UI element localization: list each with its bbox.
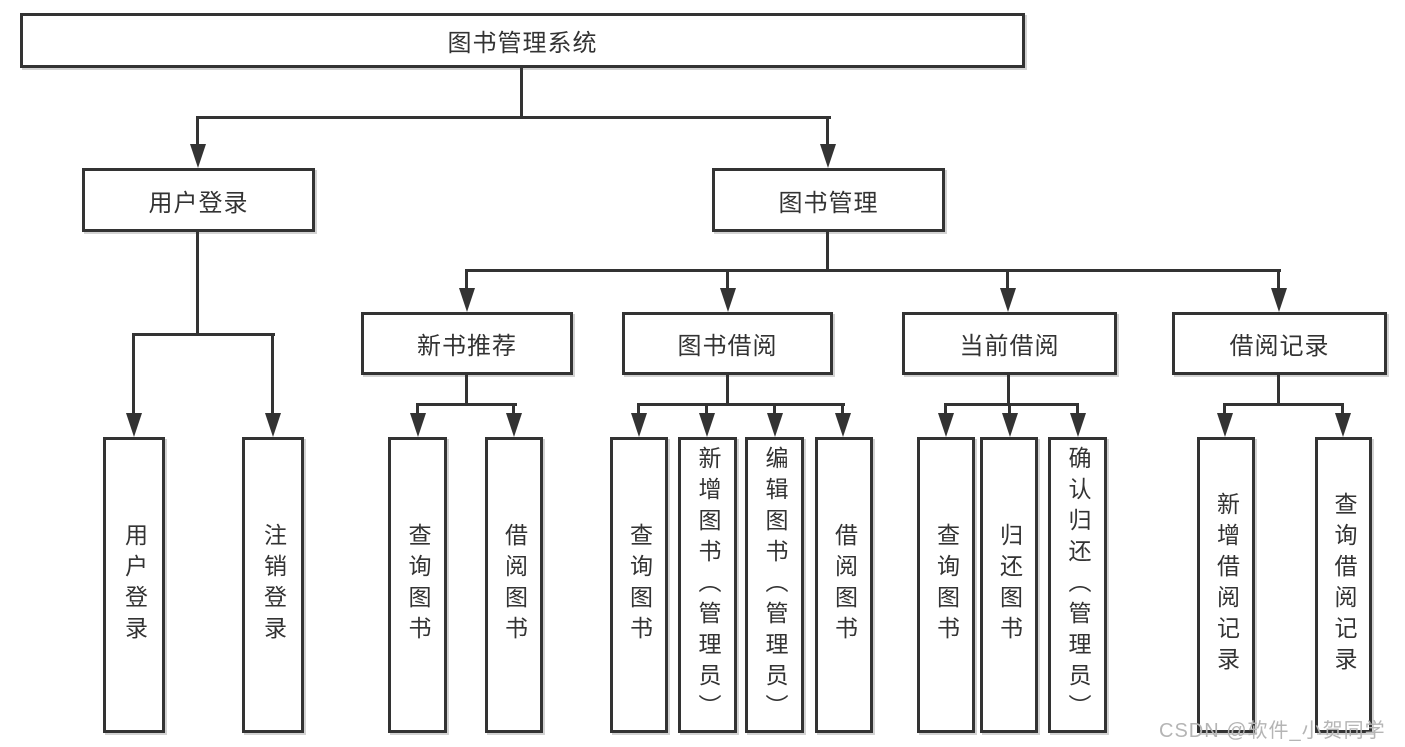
leaf-query-books-recommend: 查询图书	[388, 437, 447, 733]
leaf-user-login-label: 用户登录	[121, 523, 148, 647]
leaf-query-books-current: 查询图书	[917, 437, 975, 733]
connector-leaf-stem	[416, 403, 419, 418]
connector-new-book-bar	[417, 403, 517, 406]
csdn-watermark: CSDN @软件_小贺同学	[1159, 720, 1386, 742]
leaf-return-books: 归还图书	[980, 437, 1038, 733]
connector-new-book-down	[465, 375, 468, 406]
arrowhead-down-icon	[1002, 413, 1018, 437]
arrowhead-down-icon	[410, 413, 426, 437]
connector-leaf-stem	[773, 403, 776, 418]
node-user-login-label: 用户登录	[148, 189, 249, 217]
leaf-confirm-return-admin: 确认归还（管理员）	[1048, 437, 1107, 733]
connector-book-borrowing-down	[726, 375, 729, 406]
connector-book-management-stem	[826, 116, 829, 148]
node-root: 图书管理系统	[20, 13, 1025, 68]
node-book-borrowing: 图书借阅	[622, 312, 833, 375]
connector-current-borrowing-stem	[1006, 269, 1009, 295]
node-borrowing-records-label: 借阅记录	[1229, 333, 1330, 360]
leaf-query-borrow-record: 查询借阅记录	[1315, 437, 1372, 733]
arrowhead-down-icon	[1070, 413, 1086, 437]
arrowhead-down-icon	[1271, 288, 1287, 312]
connector-leaf-stem	[512, 403, 515, 418]
connector-user-login-down	[196, 232, 199, 336]
connector-leaf-stem	[637, 403, 640, 418]
connector-root-stem	[520, 68, 523, 119]
leaf-query-books-borrowing: 查询图书	[610, 437, 668, 733]
connector-borrowing-records-down	[1277, 375, 1280, 406]
connector-leaf-user-login-stem	[132, 333, 135, 417]
arrowhead-down-icon	[938, 413, 954, 437]
connector-root-bar	[197, 116, 831, 119]
connector-leaf-stem	[705, 403, 708, 418]
leaf-logout-label: 注销登录	[260, 523, 287, 647]
leaf-borrow-books-borrowing: 借阅图书	[815, 437, 873, 733]
leaf-query-books-borrowing-label: 查询图书	[626, 523, 653, 647]
connector-borrowing-records-stem	[1277, 269, 1280, 295]
arrowhead-down-icon	[126, 413, 142, 437]
leaf-logout: 注销登录	[242, 437, 304, 733]
leaf-confirm-return-admin-label: 确认归还（管理员）	[1065, 445, 1091, 725]
arrowhead-down-icon	[1217, 413, 1233, 437]
connector-new-book-stem	[465, 269, 468, 295]
arrowhead-down-icon	[699, 413, 715, 437]
leaf-borrow-books-recommend: 借阅图书	[485, 437, 543, 733]
leaf-query-borrow-record-label: 查询借阅记录	[1331, 492, 1357, 678]
arrowhead-down-icon	[631, 413, 647, 437]
arrowhead-down-icon	[459, 288, 475, 312]
node-root-label: 图书管理系统	[447, 30, 598, 57]
connector-leaf-stem	[1223, 403, 1226, 418]
arrowhead-down-icon	[506, 413, 522, 437]
connector-leaf-stem	[944, 403, 947, 418]
leaf-add-book-admin-label: 新增图书（管理员）	[695, 445, 721, 725]
arrowhead-down-icon	[767, 413, 783, 437]
arrowhead-down-icon	[720, 288, 736, 312]
connector-leaf-stem	[1076, 403, 1079, 418]
connector-user-login-stem	[196, 116, 199, 148]
arrowhead-down-icon	[265, 413, 281, 437]
connector-level3-bar	[466, 269, 1281, 272]
node-book-borrowing-label: 图书借阅	[677, 333, 778, 360]
leaf-borrow-books-borrowing-label: 借阅图书	[831, 523, 858, 647]
leaf-return-books-label: 归还图书	[996, 523, 1023, 647]
node-current-borrowing-label: 当前借阅	[959, 333, 1060, 360]
leaf-add-book-admin: 新增图书（管理员）	[678, 437, 737, 733]
node-user-login: 用户登录	[82, 168, 315, 232]
connector-leaf-stem	[1341, 403, 1344, 418]
arrowhead-down-icon	[1335, 413, 1351, 437]
connector-leaf-stem	[841, 403, 844, 418]
connector-borrowing-records-bar	[1224, 403, 1344, 406]
connector-leaf-stem	[1008, 403, 1011, 418]
connector-current-borrowing-down	[1007, 375, 1010, 406]
arrowhead-down-icon	[1000, 288, 1016, 312]
node-current-borrowing: 当前借阅	[902, 312, 1117, 375]
leaf-query-books-recommend-label: 查询图书	[405, 523, 431, 647]
leaf-add-borrow-record-label: 新增借阅记录	[1213, 492, 1240, 678]
leaf-edit-book-admin: 编辑图书（管理员）	[745, 437, 804, 733]
node-book-management-label: 图书管理	[778, 189, 879, 217]
node-borrowing-records: 借阅记录	[1172, 312, 1387, 375]
leaf-user-login: 用户登录	[103, 437, 165, 733]
arrowhead-down-icon	[820, 144, 836, 168]
node-new-book-recommend: 新书推荐	[361, 312, 573, 375]
connector-book-management-down	[826, 232, 829, 272]
connector-user-login-bar	[133, 333, 275, 336]
connector-book-borrowing-stem	[726, 269, 729, 295]
node-book-management: 图书管理	[712, 168, 945, 232]
leaf-borrow-books-recommend-label: 借阅图书	[501, 523, 528, 647]
node-new-book-recommend-label: 新书推荐	[417, 333, 517, 360]
connector-leaf-logout-stem	[271, 333, 274, 417]
leaf-query-books-current-label: 查询图书	[933, 523, 960, 647]
arrowhead-down-icon	[190, 144, 206, 168]
leaf-edit-book-admin-label: 编辑图书（管理员）	[762, 445, 788, 725]
connector-book-borrowing-bar	[638, 403, 845, 406]
leaf-add-borrow-record: 新增借阅记录	[1197, 437, 1255, 733]
arrowhead-down-icon	[835, 413, 851, 437]
connector-current-borrowing-bar	[945, 403, 1079, 406]
